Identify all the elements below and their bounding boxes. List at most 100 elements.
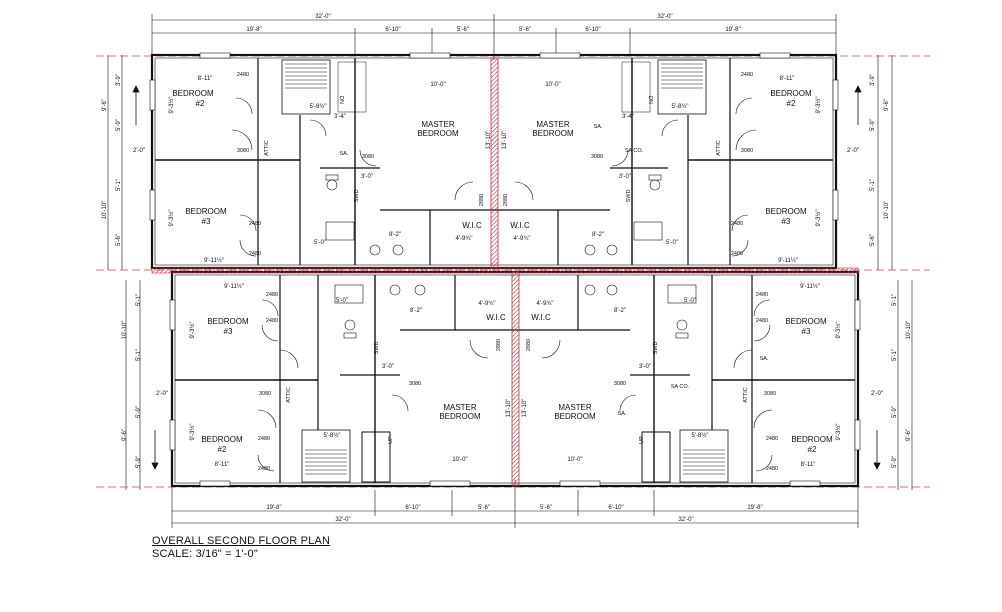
door-tag-2480: 2480 — [766, 436, 778, 442]
bedroom3-label: BEDROOM — [785, 317, 827, 326]
dim-8-11: 8'-11" — [780, 76, 795, 82]
bedroom2-number: #2 — [218, 445, 227, 454]
dim-4-9-75: 4'-9¾" — [537, 301, 554, 307]
dim-13-10: 13'-10" — [506, 399, 512, 418]
dim-8-2: 8'-2" — [592, 232, 604, 238]
dim-5-0: 5'-0" — [336, 298, 348, 304]
dim-5-0: 5'-0" — [684, 298, 696, 304]
dim-5-9: 5'-9" — [892, 456, 898, 468]
door-tag-3080: 3080 — [409, 381, 421, 387]
dim-10-0: 10'-0" — [430, 82, 445, 88]
top-dimensions — [151, 14, 837, 60]
bedroom3-label: BEDROOM — [185, 207, 227, 216]
swd-label: SWD — [354, 190, 360, 203]
dim-5-1: 5'-1" — [116, 179, 122, 191]
stair-up-tag: UP — [388, 436, 394, 444]
dim-6-10: 6'-10" — [585, 27, 600, 33]
dim-5-6s: 5'-6" — [116, 234, 122, 246]
bedroom2-number: #2 — [808, 445, 817, 454]
door-tag-2480: 2480 — [731, 251, 743, 257]
smoke-alarm-tag: SA. — [340, 151, 349, 157]
dim-10-0: 10'-0" — [567, 457, 582, 463]
dim-5-6: 5'-6" — [540, 505, 552, 511]
dim-6-10: 6'-10" — [405, 505, 420, 511]
dim-8-11: 8'-11" — [198, 76, 213, 82]
dim-5-9: 5'-9" — [892, 406, 898, 418]
dim-10-10: 10'-10" — [906, 321, 912, 340]
door-tag-2880: 2880 — [479, 194, 485, 206]
door-tag-2480: 2480 — [258, 436, 270, 442]
master-label: MASTER — [536, 120, 570, 129]
dim-9-3-5: 9'-3½" — [168, 97, 175, 114]
dim-13-10: 13'-10" — [486, 131, 492, 150]
dim-9-3-5: 9'-3½" — [835, 424, 842, 441]
door-tag-2480: 2480 — [249, 221, 261, 227]
attic-labels: ATTIC ATTIC ATTIC ATTIC SWD SWD SWD SWD — [264, 140, 749, 403]
master-label-2: BEDROOM — [417, 129, 459, 138]
dim-10-10: 10'-10" — [884, 201, 890, 220]
attic-label: ATTIC — [743, 387, 749, 403]
swd-label: SWD — [374, 342, 380, 355]
dim-3-0: 3'-0" — [619, 174, 631, 180]
swd-label: SWD — [653, 342, 659, 355]
door-tag-3080: 3080 — [614, 381, 626, 387]
dim-3-0: 3'-0" — [382, 364, 394, 370]
smoke-alarm-tag: SA. — [594, 124, 603, 130]
dim-9-11-5: 9'-11½" — [204, 257, 224, 264]
bedroom3-number: #3 — [224, 327, 233, 336]
party-wall-lower — [511, 271, 520, 487]
bedroom2-label: BEDROOM — [201, 435, 243, 444]
dim-5-8-5: 5'-8½" — [324, 432, 341, 439]
dim-9-3-5: 9'-3½" — [835, 322, 842, 339]
stair-dn-tag: DN — [647, 96, 653, 104]
dim-9-6: 9'-6" — [102, 99, 108, 111]
dim-3-4: 3'-4" — [622, 114, 634, 120]
door-swings — [231, 97, 773, 472]
dim-bottom-left-32: 32'-0" — [335, 517, 350, 523]
stair-dn-tag: DN — [338, 96, 344, 104]
smoke-alarm-tag: SA. — [760, 356, 769, 362]
dim-3-4: 3'-4" — [334, 114, 346, 120]
swd-label: SWD — [626, 190, 632, 203]
bedroom3-number: #3 — [802, 327, 811, 336]
dim-13-10: 13'-10" — [502, 131, 508, 150]
door-tag-2480: 2480 — [237, 72, 249, 78]
separation-wall — [151, 267, 859, 274]
dim-8-2: 8'-2" — [614, 308, 626, 314]
dim-6-10: 6'-10" — [385, 27, 400, 33]
title-block: OVERALL SECOND FLOOR PLAN SCALE: 3/16" =… — [152, 535, 330, 561]
dim-5-9: 5'-9" — [116, 119, 122, 131]
smoke-alarm-tag: SA. — [618, 411, 627, 417]
door-tag-2480: 2480 — [258, 466, 270, 472]
wic-label: W.I.C — [486, 313, 506, 322]
drawing-scale: SCALE: 3/16" = 1'-0" — [152, 548, 258, 560]
dim-9-3-5: 9'-3½" — [189, 322, 196, 339]
dim-8-2: 8'-2" — [389, 232, 401, 238]
plumbing-fixtures — [325, 174, 697, 339]
dim-8-2: 8'-2" — [410, 308, 422, 314]
dim-5-8-5: 5'-8½" — [692, 432, 709, 439]
door-tag-3080: 3080 — [237, 148, 249, 154]
master-label-2: BEDROOM — [554, 412, 596, 421]
dim-13-10: 13'-10" — [522, 399, 528, 418]
door-tag-2880: 2880 — [526, 339, 532, 351]
dim-9-3-5: 9'-3½" — [815, 97, 822, 114]
dim-5-9: 5'-9" — [136, 406, 142, 418]
bedroom3-number: #3 — [782, 217, 791, 226]
dim-2-0: 2'-0" — [156, 391, 168, 397]
master-label: MASTER — [421, 120, 455, 129]
bedroom3-label: BEDROOM — [765, 207, 807, 216]
drawing-title: OVERALL SECOND FLOOR PLAN — [152, 535, 331, 547]
dim-19-8: 19'-8" — [246, 27, 261, 33]
dim-5-8-5: 5'-8½" — [310, 103, 327, 110]
door-tag-2480: 2480 — [266, 292, 278, 298]
dimension-labels: 32'-0" 32'-0" 19'-8" 6'-10" 5'-6" 5'-6" … — [102, 14, 912, 523]
door-tag-2480: 2480 — [741, 72, 753, 78]
dim-bottom-right-32: 32'-0" — [678, 517, 693, 523]
door-tag-2480: 2480 — [266, 318, 278, 324]
windows — [149, 52, 861, 487]
dim-5-0: 5'-0" — [314, 240, 326, 246]
master-label-2: BEDROOM — [439, 412, 481, 421]
dim-5-6: 5'-6" — [478, 505, 490, 511]
dim-10-0: 10'-0" — [545, 82, 560, 88]
